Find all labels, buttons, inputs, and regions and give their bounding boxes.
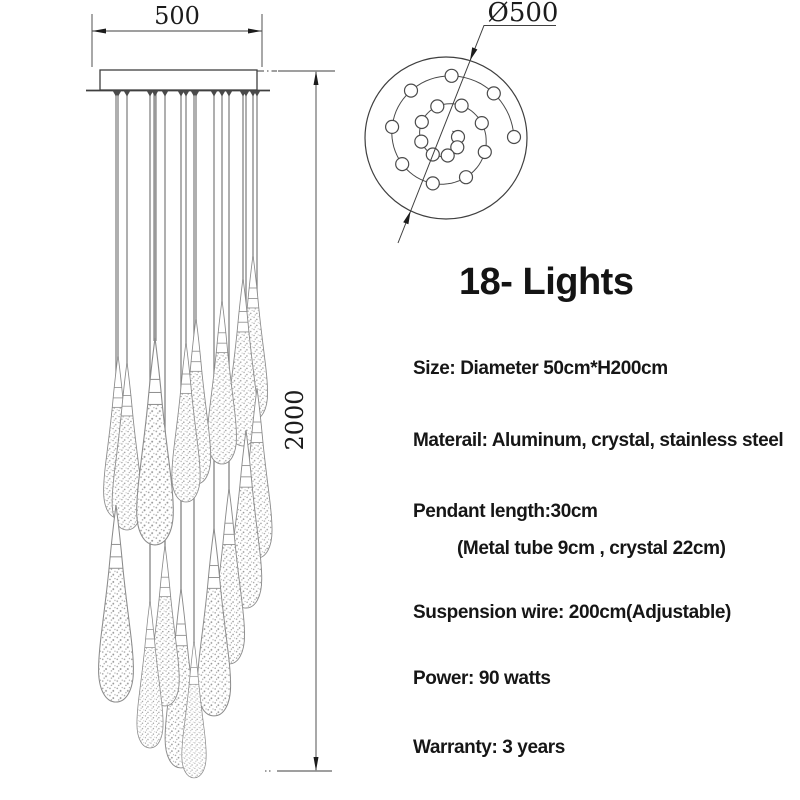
spec-pendant-length: Pendant length:30cm bbox=[413, 501, 598, 522]
light-position-icon bbox=[450, 140, 465, 155]
wire-anchor-icon bbox=[225, 90, 233, 97]
leader-arrow-top-icon bbox=[470, 47, 478, 61]
light-position-icon bbox=[430, 99, 445, 114]
crystal-drop-pendant bbox=[135, 338, 174, 546]
wire-anchor-icon bbox=[123, 90, 131, 97]
spec-material: Materail: Aluminum, crystal, stainless s… bbox=[413, 430, 784, 451]
crystal-drop-pendant bbox=[97, 505, 134, 703]
diameter-label: Ø500 bbox=[488, 0, 559, 28]
wire-anchor-icon bbox=[177, 90, 185, 97]
spiral-lights bbox=[385, 68, 522, 191]
arrow-down-icon bbox=[313, 757, 319, 771]
arrow-left-icon bbox=[92, 28, 106, 34]
wire-anchor-icon bbox=[210, 90, 218, 97]
top-view: Ø500 bbox=[364, 0, 559, 244]
light-position-icon bbox=[458, 170, 474, 185]
top-view-circle bbox=[364, 56, 528, 220]
light-position-icon bbox=[454, 98, 469, 113]
width-dim-label: 500 bbox=[154, 2, 200, 30]
spec-pendant-detail: (Metal tube 9cm , crystal 22cm) bbox=[457, 538, 726, 559]
light-position-icon bbox=[414, 114, 429, 130]
wire-anchor-icon bbox=[146, 90, 154, 97]
wire-anchor-icon bbox=[218, 90, 226, 97]
light-position-icon bbox=[444, 68, 459, 83]
light-position-icon bbox=[403, 83, 419, 98]
product-title: 18- Lights bbox=[459, 261, 634, 303]
light-position-icon bbox=[474, 115, 489, 131]
spec-suspension: Suspension wire: 200cm(Adjustable) bbox=[413, 602, 731, 623]
wire-anchor-icon bbox=[151, 90, 159, 97]
height-dimension bbox=[265, 70, 335, 772]
diameter-leader-line bbox=[397, 25, 556, 244]
ceiling-plate bbox=[99, 69, 258, 91]
front-view: 500 2000 bbox=[86, 2, 335, 779]
light-position-icon bbox=[477, 144, 492, 160]
wire-anchor-icon bbox=[161, 90, 169, 97]
arrow-right-icon bbox=[248, 28, 262, 34]
width-dimension bbox=[91, 14, 263, 67]
light-position-icon bbox=[385, 119, 400, 135]
light-position-icon bbox=[414, 134, 429, 149]
spec-warranty: Warranty: 3 years bbox=[413, 737, 565, 758]
crystal-pendants bbox=[97, 255, 273, 779]
wire-anchor-icon bbox=[182, 90, 190, 97]
light-position-icon bbox=[440, 148, 455, 163]
spec-power: Power: 90 watts bbox=[413, 668, 551, 689]
leader-arrow-bottom-icon bbox=[403, 211, 411, 225]
light-position-icon bbox=[425, 176, 440, 191]
light-position-icon bbox=[395, 157, 410, 172]
light-position-icon bbox=[506, 129, 522, 145]
wire-anchor-icon bbox=[190, 90, 198, 97]
wire-anchor-icon bbox=[112, 90, 120, 97]
spec-size: Size: Diameter 50cm*H200cm bbox=[413, 358, 668, 379]
height-dim-label: 2000 bbox=[281, 389, 309, 450]
wire-anchor-icon bbox=[253, 90, 261, 97]
wire-anchor-icon bbox=[242, 90, 250, 97]
arrow-up-icon bbox=[313, 71, 319, 85]
light-position-icon bbox=[486, 86, 501, 101]
